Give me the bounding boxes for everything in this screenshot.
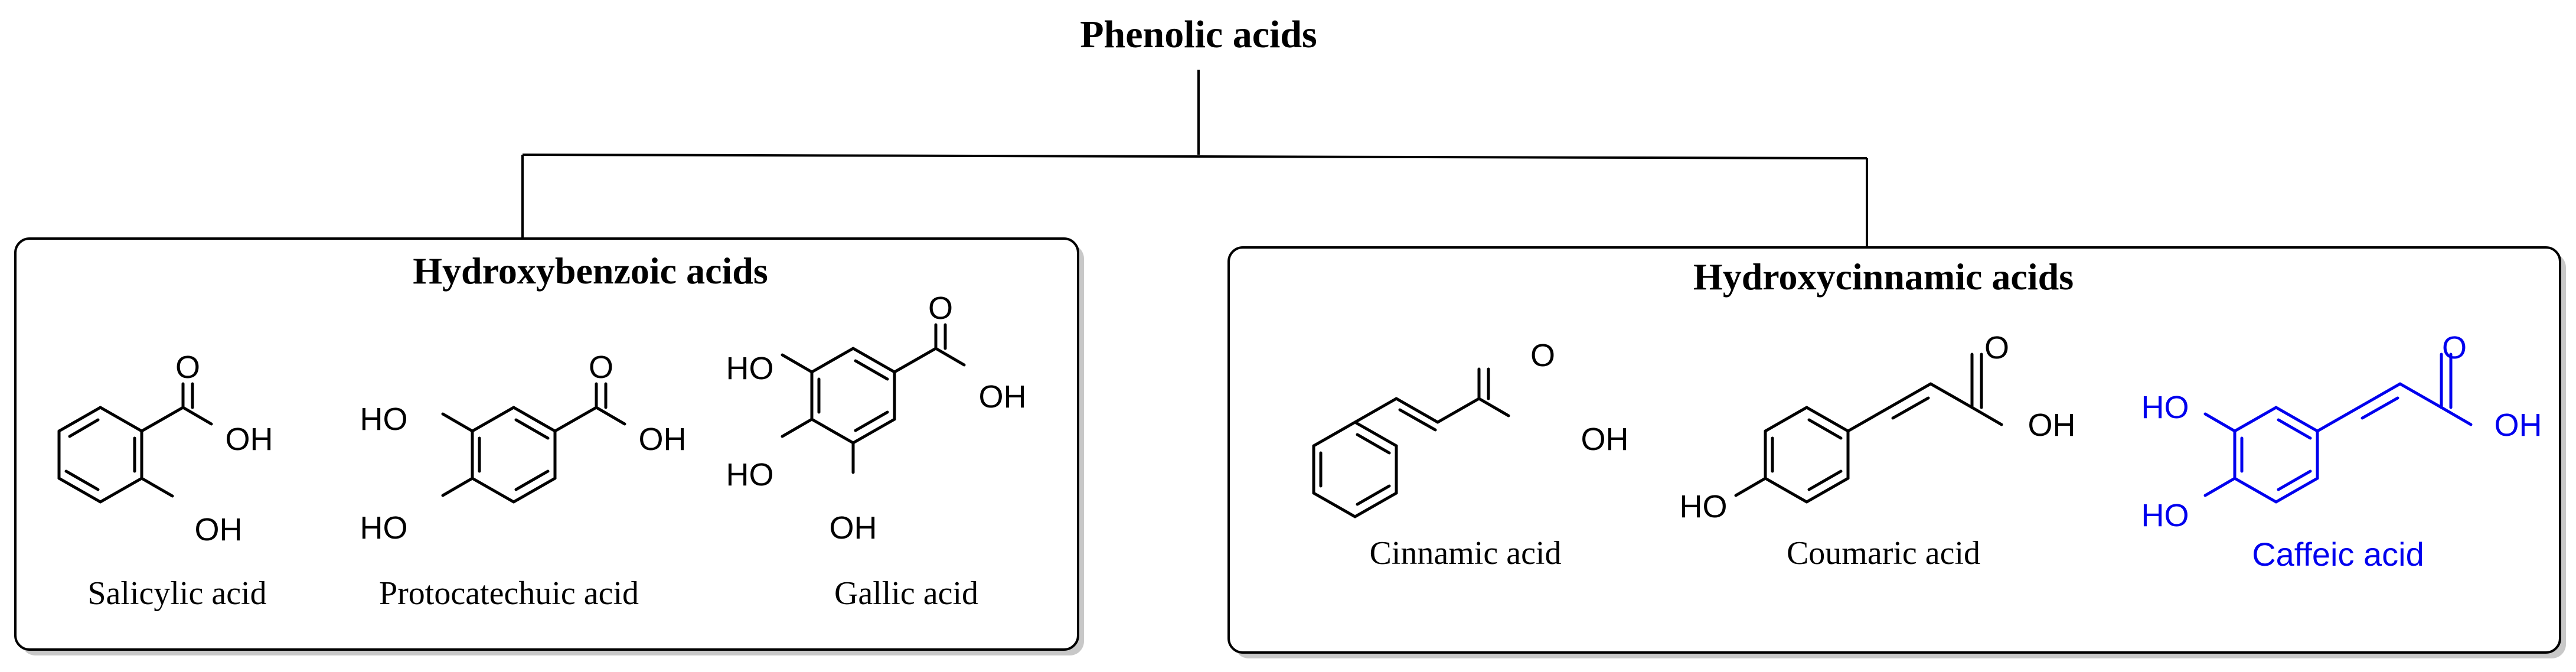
box-frame xyxy=(1227,246,2561,654)
hydroxybenzoic-group-box: Hydroxybenzoic acids xyxy=(14,237,1084,655)
diagram-title: Phenolic acids xyxy=(1080,13,1317,56)
salicylic-oxo-label: O xyxy=(175,350,200,385)
compound-name-cinnamic: Cinnamic acid xyxy=(1369,535,1561,572)
gallic-carboxyl-oh-label: OH xyxy=(979,379,1027,415)
group-title-hydroxycinnamic: Hydroxycinnamic acids xyxy=(1693,256,2074,298)
coumaric-carboxyl-oh-label: OH xyxy=(2028,407,2076,443)
compound-name-salicylic: Salicylic acid xyxy=(87,575,266,612)
protocatechuic-acid-structure xyxy=(441,382,626,504)
gallic-5-hydroxyl-label: OH xyxy=(830,510,877,546)
box-frame xyxy=(14,237,1079,651)
tree-connector xyxy=(521,70,1868,248)
caffeic-carboxyl-oh-label: OH xyxy=(2495,407,2542,443)
caffeic-acid-structure xyxy=(2203,353,2473,504)
coumaric-oxo-label: O xyxy=(1984,330,2009,366)
salicylic-acid-structure xyxy=(57,382,213,504)
gallic-acid-structure xyxy=(781,323,966,474)
group-title-hydroxybenzoic: Hydroxybenzoic acids xyxy=(413,250,768,292)
caffeic-4-hydroxyl-label: HO xyxy=(2141,498,2189,533)
salicylic-hydroxyl-label: OH xyxy=(195,512,243,547)
salicylic-carboxyl-oh-label: OH xyxy=(226,422,273,457)
compound-name-coumaric: Coumaric acid xyxy=(1787,535,1980,572)
coumaric-acid-structure xyxy=(1734,353,2003,504)
caffeic-oxo-label: O xyxy=(2442,330,2467,366)
compound-name-caffeic: Caffeic acid xyxy=(2252,536,2424,573)
protocatechuic-4-hydroxyl-label: HO xyxy=(360,510,408,546)
cinnamic-oxo-label: O xyxy=(1530,338,1555,373)
caffeic-3-hydroxyl-label: HO xyxy=(2141,390,2189,425)
cinnamic-carboxyl-oh-label: OH xyxy=(1581,422,1629,457)
protocatechuic-carboxyl-oh-label: OH xyxy=(639,422,687,457)
gallic-4-hydroxyl-label: HO xyxy=(726,457,774,492)
hydroxycinnamic-group-box: Hydroxycinnamic acids xyxy=(1227,246,2566,658)
compound-name-protocatechuic: Protocatechuic acid xyxy=(379,575,639,612)
gallic-3-hydroxyl-label: HO xyxy=(726,351,774,386)
coumaric-hydroxyl-label: HO xyxy=(1680,489,1728,524)
compound-name-gallic: Gallic acid xyxy=(834,575,978,612)
protocatechuic-oxo-label: O xyxy=(589,350,613,385)
cinnamic-acid-structure xyxy=(1312,367,1510,518)
gallic-oxo-label: O xyxy=(928,291,953,326)
protocatechuic-3-hydroxyl-label: HO xyxy=(360,402,408,437)
